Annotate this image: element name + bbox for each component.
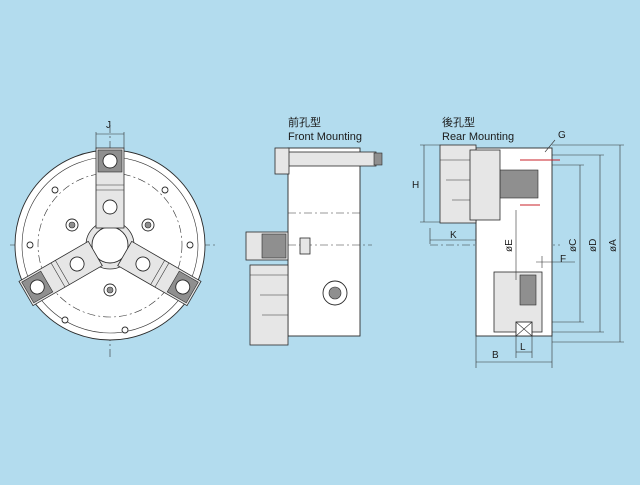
- caption-rear-jp: 後孔型: [442, 115, 475, 129]
- dimension-a: øA: [552, 144, 624, 343]
- front-mounting-view: 前孔型 Front Mounting: [245, 115, 383, 346]
- rear-mounting-view: 後孔型 Rear Mounting H: [412, 115, 624, 368]
- label-b: B: [492, 350, 499, 361]
- front-bolt: [287, 151, 377, 167]
- dimension-f: F: [536, 254, 575, 268]
- dimension-l: L: [515, 336, 533, 358]
- label-f: F: [560, 254, 566, 265]
- label-d: øD: [588, 239, 599, 252]
- label-k: K: [450, 230, 457, 241]
- label-g: G: [558, 130, 566, 141]
- label-a: øA: [608, 239, 619, 252]
- dimension-k: K: [429, 228, 477, 244]
- label-e: øE: [504, 239, 515, 252]
- front-lower-jaw: [249, 264, 289, 346]
- label-l: L: [520, 342, 526, 353]
- dimension-e: øE: [504, 210, 517, 280]
- caption-rear-en: Rear Mounting: [442, 131, 514, 143]
- pinion-sockets: [65, 218, 155, 297]
- caption-front-en: Front Mounting: [288, 131, 362, 143]
- label-c: øC: [568, 239, 579, 252]
- right-jaw: [18, 240, 103, 307]
- left-jaw: [117, 240, 202, 307]
- dimension-g: G: [544, 130, 566, 153]
- dimension-d: øD: [552, 154, 604, 333]
- front-view: J: [10, 120, 215, 360]
- caption-front-jp: 前孔型: [288, 115, 321, 129]
- dimension-b: B: [475, 336, 553, 368]
- front-body: [287, 147, 361, 337]
- label-j: J: [106, 120, 111, 131]
- dimension-j: J: [95, 120, 125, 148]
- label-h: H: [412, 180, 419, 191]
- dimension-h: H: [412, 144, 440, 223]
- mounting-holes: [26, 186, 194, 334]
- top-jaw: [95, 147, 125, 229]
- dimension-c: øC: [552, 164, 584, 323]
